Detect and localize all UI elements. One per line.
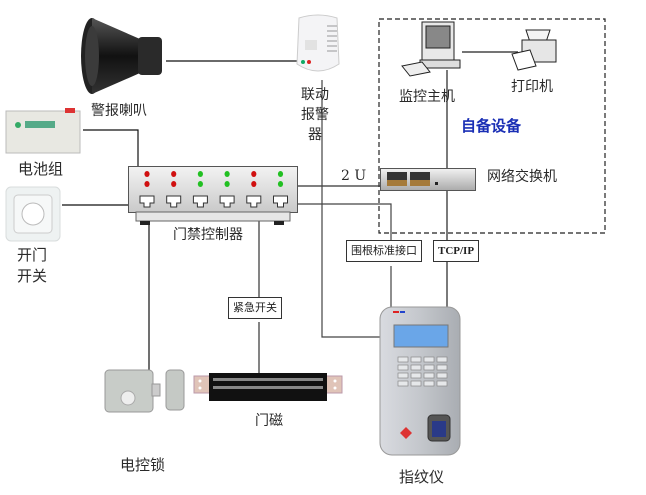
door-switch-label-1: 开门 [17,246,48,264]
status-led-red [144,181,150,187]
electric-lock-label: 电控锁 [120,456,166,474]
status-led-green [277,171,284,177]
self-equipment-boundary [378,18,606,234]
magnetic-lock [193,373,343,407]
magnetic-lock-label: 门磁 [255,413,283,429]
tcpip-box: TCP/IP [433,240,480,262]
printer [510,28,560,76]
electric-lock-icon [104,369,185,413]
status-led-green [224,171,230,177]
rj45-port [246,195,262,208]
self-equipment-label: 自备设备 [461,117,522,135]
rj45-port [219,195,235,208]
status-led-red [144,171,150,177]
wire-battery-controller [83,129,139,166]
fingerprint-reader-icon [379,306,461,456]
fingerprint-reader [378,305,464,461]
battery-icon [5,108,81,154]
computer-icon [401,21,461,77]
rj45-port [192,195,208,208]
status-led-red [251,171,257,177]
switch-icon [5,186,61,242]
status-led-green [224,181,230,187]
rj45-port [139,195,155,208]
magnetic-lock-icon [193,373,343,401]
status-led-red [171,171,177,177]
printer-label: 打印机 [511,79,553,95]
alarm-horn [78,15,170,101]
linkage-alarm-label-1: 联动 [301,87,329,103]
electric-lock [104,368,190,418]
monitor-host-label: 监控主机 [399,89,455,105]
network-switch-label: 网络交换机 [487,169,557,185]
network-switch [380,168,476,196]
controller-label: 门禁控制器 [173,227,243,243]
fingerprint-reader-label: 指纹仪 [399,468,445,486]
linkage-alarm-label-2: 报警 [301,107,329,123]
status-led-green [197,181,203,187]
horn-icon [81,18,162,94]
battery [5,107,83,159]
rack-size-label: 2 U [341,168,367,184]
linkage-alarm [293,14,343,88]
printer-icon [511,29,557,71]
wire-alarm-reader [321,80,382,338]
status-led-green [277,181,284,187]
monitor-host [400,20,462,82]
alarm-horn-label: 警报喇叭 [91,103,147,119]
rj45-port [273,195,288,208]
status-led-red [251,181,257,187]
battery-label: 电池组 [18,160,64,178]
rj45-port [166,195,182,208]
access-controller [128,166,300,230]
door-switch-label-2: 开关 [17,267,48,285]
door-switch [5,186,61,246]
controller-icon [128,166,298,225]
wire-controller-wiegand [297,203,392,240]
linkage-alarm-label-3: 器 [308,127,322,143]
switch-rack-icon [380,168,476,191]
wiegand-interface-box: 围根标准接口 [346,240,422,262]
emergency-switch-box: 紧急开关 [228,297,282,319]
status-led-red [171,181,177,187]
status-led-green [197,171,203,177]
gas-alarm-icon [296,14,340,72]
